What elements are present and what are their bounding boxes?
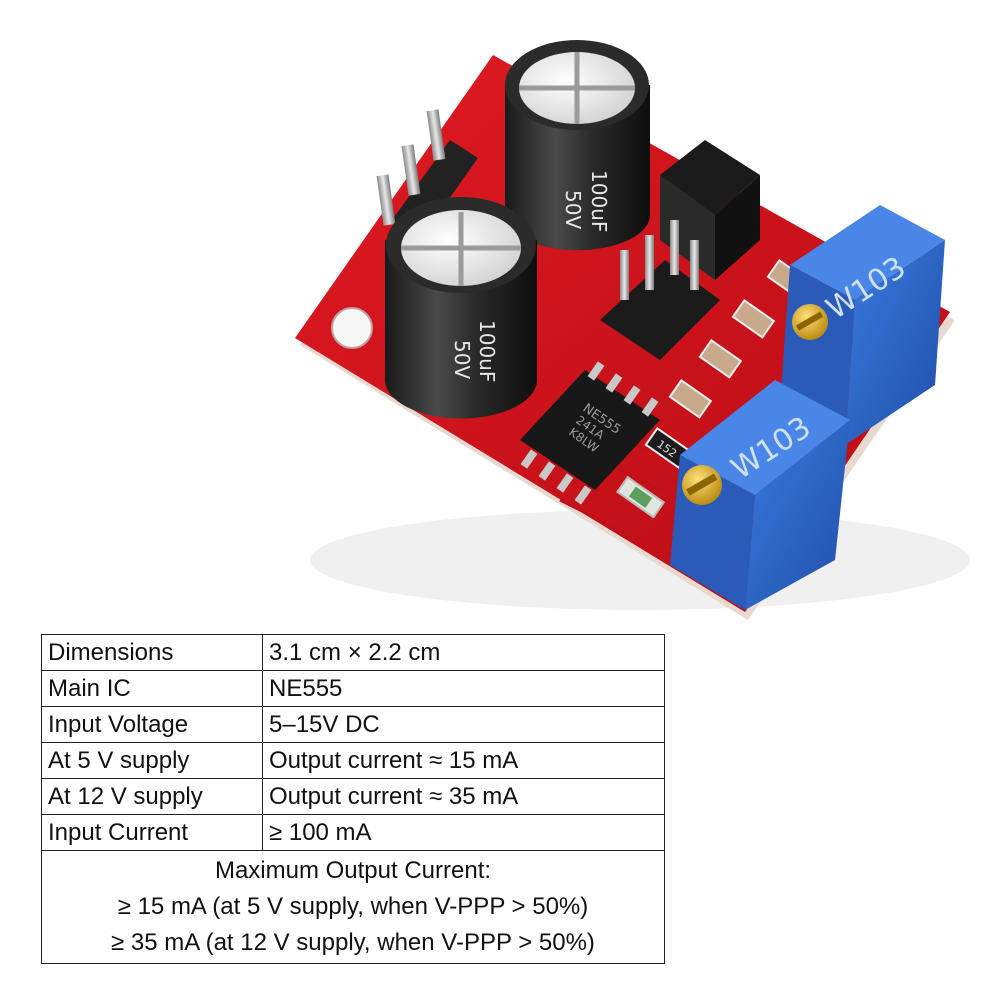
spec-value-main-ic: NE555 (262, 670, 665, 707)
spec-label-main-ic: Main IC (41, 670, 263, 707)
spec-label-12v-supply: At 12 V supply (41, 778, 263, 815)
table-row: At 5 V supply Output current ≈ 15 mA (41, 742, 665, 779)
note-line-5v: ≥ 15 mA (at 5 V supply, when V-PPP > 50%… (117, 893, 589, 920)
capacitor-left: 100uF 50V (385, 197, 537, 419)
spec-label-input-current: Input Current (41, 814, 263, 851)
spec-table: Dimensions 3.1 cm × 2.2 cm Main IC NE555… (41, 634, 665, 964)
ne555-chip: NE555 241A K8LW (520, 361, 660, 505)
capacitor-top: 100uF 50V (505, 40, 650, 251)
svg-text:50V: 50V (561, 190, 585, 229)
svg-text:100uF: 100uF (475, 320, 499, 382)
table-row: Maximum Output Current: ≥ 15 mA (at 5 V … (41, 850, 665, 964)
spec-value-input-current: ≥ 100 mA (262, 814, 665, 851)
note-line-title: Maximum Output Current: (214, 857, 492, 884)
spec-value-dimensions: 3.1 cm × 2.2 cm (262, 634, 665, 671)
table-row: Input Current ≥ 100 mA (41, 814, 665, 851)
spec-label-input-voltage: Input Voltage (41, 706, 263, 743)
spec-label-dimensions: Dimensions (41, 634, 263, 671)
product-photo: 100uF 50V 100uF 50V NE5 (295, 40, 970, 620)
spec-value-input-voltage: 5–15V DC (262, 706, 665, 743)
potentiometer-front: W103 (670, 380, 850, 610)
potentiometer-right: W103 (780, 205, 945, 445)
spec-label-5v-supply: At 5 V supply (41, 742, 263, 779)
spec-value-12v-supply: Output current ≈ 35 mA (262, 778, 665, 815)
max-output-note: Maximum Output Current: ≥ 15 mA (at 5 V … (41, 850, 665, 964)
table-row: Input Voltage 5–15V DC (41, 706, 665, 743)
svg-text:50V: 50V (450, 340, 474, 379)
spec-value-5v-supply: Output current ≈ 15 mA (262, 742, 665, 779)
jumper-header (600, 140, 760, 360)
table-row: Main IC NE555 (41, 670, 665, 707)
note-line-12v: ≥ 35 mA (at 12 V supply, when V-PPP > 50… (111, 929, 595, 956)
table-row: Dimensions 3.1 cm × 2.2 cm (41, 634, 665, 671)
svg-text:100uF: 100uF (587, 170, 611, 232)
mount-hole-left (331, 307, 373, 349)
table-row: At 12 V supply Output current ≈ 35 mA (41, 778, 665, 815)
